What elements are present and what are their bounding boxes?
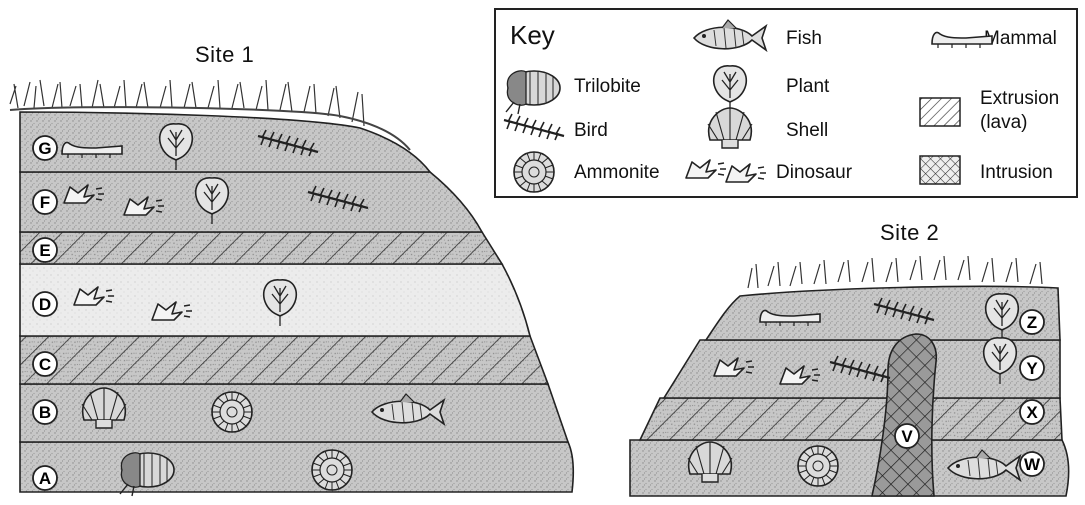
key-intrusion-swatch [920, 156, 960, 184]
key-mammal-icon [932, 32, 992, 48]
site1-label-b: B [39, 403, 51, 422]
site2-grass [748, 256, 1042, 288]
key-bird-icon [504, 114, 564, 140]
key-fish-icon [694, 20, 766, 50]
site1-layer-e [20, 232, 502, 264]
site2-layer-x [640, 398, 1062, 440]
key-dinosaur-icon [686, 160, 726, 178]
site1-label-a: A [39, 469, 51, 488]
site1-label-g: G [38, 139, 51, 158]
site1-label-c: C [39, 355, 51, 374]
site1-a-ammonite-icon [312, 450, 352, 490]
site1-layer-g [20, 112, 430, 172]
site2-label-w: W [1024, 455, 1041, 474]
site1-label-e: E [39, 241, 50, 260]
site1-label-f: F [40, 193, 50, 212]
key-dinosaur2-icon [726, 164, 766, 182]
site1-label-d: D [39, 295, 51, 314]
site2-label-z: Z [1027, 313, 1037, 332]
key-shell-icon [708, 108, 752, 148]
site2-label-y: Y [1026, 359, 1038, 378]
key-plant-icon [714, 66, 747, 112]
key-ammonite-icon [514, 152, 554, 192]
site2-label-v: V [901, 427, 913, 446]
site2-label-x: X [1026, 403, 1038, 422]
key-extrusion-swatch [920, 98, 960, 126]
key-trilobite-icon [506, 71, 560, 114]
key-symbols [504, 20, 992, 192]
site1-b-ammonite-icon [212, 392, 252, 432]
site1-layer-c [20, 336, 548, 384]
site2-w-ammonite-icon [798, 446, 838, 486]
site1-layer-a [20, 442, 573, 492]
site1-layer-f [20, 172, 482, 232]
